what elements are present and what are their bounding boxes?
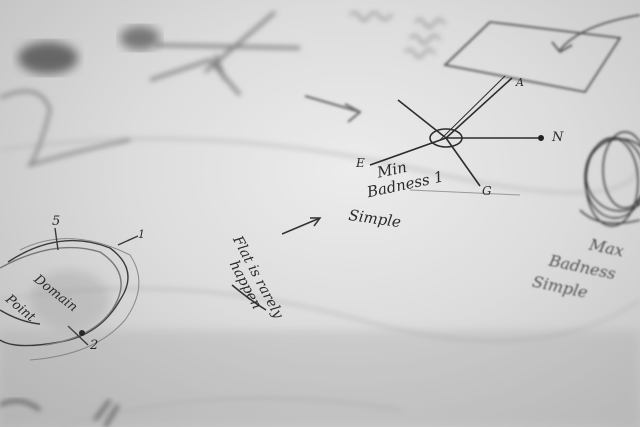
ink-smudge: [18, 42, 78, 74]
note-line: E: [356, 156, 365, 170]
scribble-circle: [579, 131, 640, 227]
domain-dot: [79, 330, 85, 336]
box-sketch: [443, 14, 640, 93]
note-line: G: [482, 184, 492, 198]
arrow-sketch: [304, 95, 362, 123]
ink-smudge: [120, 26, 160, 50]
up-arrow: [281, 217, 322, 235]
label-g: G: [482, 184, 492, 198]
note-line: 5: [52, 214, 61, 229]
bottom-strokes: [0, 399, 120, 427]
label-two: 2: [90, 338, 98, 353]
wavy-line: [0, 89, 131, 168]
label-five: 5: [52, 214, 60, 229]
shadow-blob: [30, 270, 110, 330]
node-dot: [538, 135, 544, 141]
domain-circle: [0, 227, 140, 361]
note-line: N: [552, 130, 564, 145]
underline-stroke: [231, 284, 267, 311]
scribble-text: [349, 11, 446, 59]
label-a: A: [516, 76, 524, 89]
label-e: E: [356, 156, 365, 170]
blurred-star-sketch: [149, 10, 301, 96]
label-n: N: [552, 130, 563, 145]
note-line: A: [516, 76, 524, 89]
note-line: 1: [138, 228, 145, 241]
compass-diagram: [369, 75, 540, 196]
label-one: 1: [138, 228, 145, 241]
note-line: 2: [90, 338, 99, 353]
